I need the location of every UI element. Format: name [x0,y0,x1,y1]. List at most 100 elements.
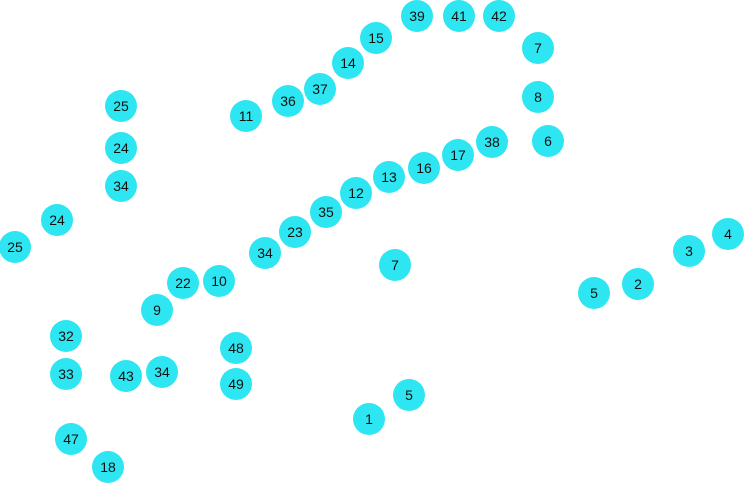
node-1: 1 [353,403,385,435]
node-label: 24 [49,212,65,228]
node-label: 18 [100,459,116,475]
node-circle [230,100,262,132]
node-circle [167,267,199,299]
node-label: 24 [113,140,129,156]
node-label: 48 [228,340,244,356]
node-label: 41 [451,8,467,24]
node-15: 15 [360,22,392,54]
node-label: 34 [154,364,170,380]
node-4: 4 [712,218,744,250]
node-circle [332,47,364,79]
node-label: 34 [257,245,273,261]
node-9: 9 [141,294,173,326]
node-label: 23 [287,224,303,240]
node-34: 34 [249,237,281,269]
node-circle [0,231,31,263]
node-label: 4 [724,226,732,242]
node-12: 12 [340,177,372,209]
node-circle [353,403,385,435]
node-circle [476,126,508,158]
node-34: 34 [146,356,178,388]
node-circle [393,379,425,411]
node-label: 3 [685,243,693,259]
node-43: 43 [110,360,142,392]
node-33: 33 [50,358,82,390]
node-label: 17 [450,147,466,163]
node-label: 25 [7,239,23,255]
node-label: 1 [365,411,373,427]
node-label: 6 [544,133,552,149]
node-circle [443,0,475,32]
node-circle [340,177,372,209]
node-circle [141,294,173,326]
node-circle [360,22,392,54]
node-circle [532,125,564,157]
node-5: 5 [578,277,610,309]
node-8: 8 [522,81,554,113]
node-49: 49 [220,368,252,400]
node-label: 14 [340,55,356,71]
node-circle [220,368,252,400]
node-5: 5 [393,379,425,411]
node-label: 43 [118,368,134,384]
node-circle [110,360,142,392]
node-circle [622,268,654,300]
node-18: 18 [92,451,124,483]
node-circle [41,204,73,236]
node-circle [203,265,235,297]
node-label: 8 [534,89,542,105]
node-label: 49 [228,376,244,392]
node-label: 32 [58,328,74,344]
node-circle [310,196,342,228]
node-label: 39 [409,8,425,24]
node-34: 34 [105,170,137,202]
node-circle [55,423,87,455]
node-circle [522,32,554,64]
node-label: 35 [318,204,334,220]
node-circle [408,152,440,184]
node-circle [279,216,311,248]
node-label: 11 [239,108,254,124]
node-16: 16 [408,152,440,184]
node-circle [712,218,744,250]
node-label: 7 [534,40,542,56]
node-circle [105,90,137,122]
node-circle [50,320,82,352]
node-circle [220,332,252,364]
node-25: 25 [105,90,137,122]
node-35: 35 [310,196,342,228]
node-circle [92,451,124,483]
node-circle [105,132,137,164]
node-circle [578,277,610,309]
node-2: 2 [622,268,654,300]
node-circle [304,73,336,105]
node-label: 25 [113,98,129,114]
node-circle [442,139,474,171]
node-label: 47 [63,431,79,447]
node-circle [483,0,515,32]
node-circle [373,161,405,193]
node-label: 42 [491,8,507,24]
node-47: 47 [55,423,87,455]
node-42: 42 [483,0,515,32]
node-label: 5 [405,387,413,403]
node-label: 22 [175,275,191,291]
node-38: 38 [476,126,508,158]
node-32: 32 [50,320,82,352]
node-circle [673,235,705,267]
node-circle [379,249,411,281]
node-label: 5 [590,285,598,301]
node-circle [401,0,433,32]
node-label: 2 [634,276,642,292]
node-14: 14 [332,47,364,79]
node-label: 33 [58,366,74,382]
node-circle [146,356,178,388]
node-label: 15 [368,30,384,46]
node-10: 10 [203,265,235,297]
node-22: 22 [167,267,199,299]
node-label: 10 [211,273,227,289]
node-39: 39 [401,0,433,32]
node-label: 9 [153,302,161,318]
node-circle [522,81,554,113]
